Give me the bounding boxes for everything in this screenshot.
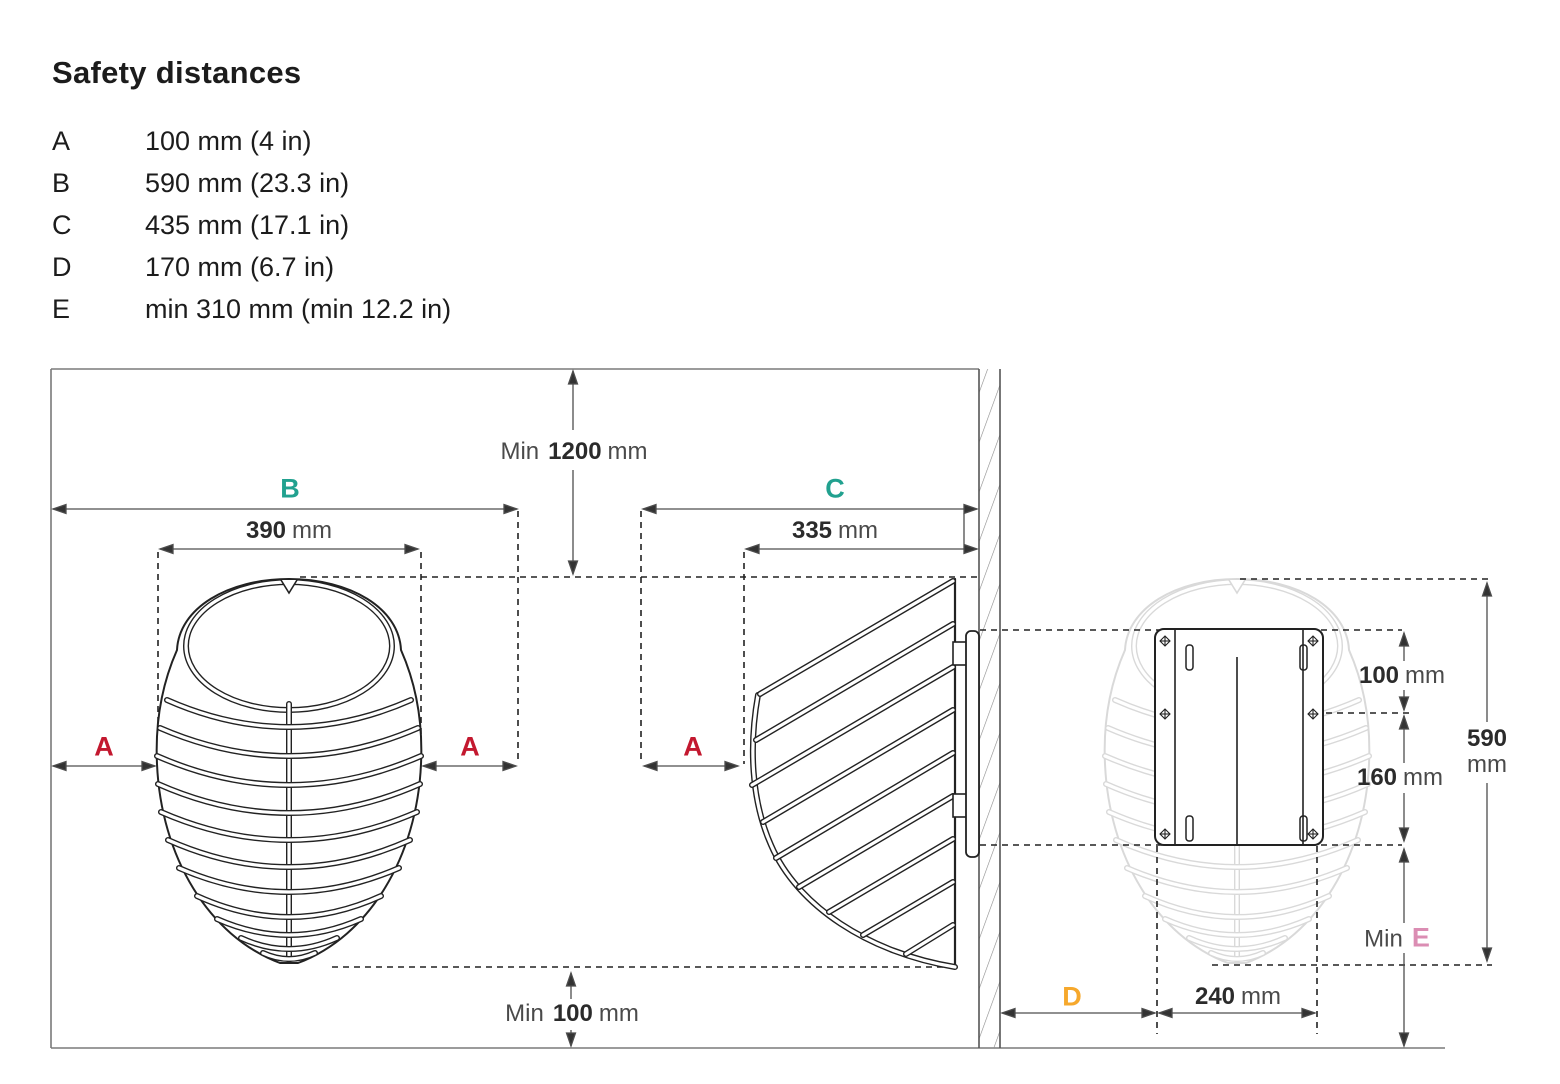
legend-value: min 310 mm (min 12.2 in) <box>145 293 452 324</box>
legend-value: 170 mm (6.7 in) <box>145 251 335 282</box>
front-view-heater <box>157 579 422 963</box>
legend-row: E min 310 mm (min 12.2 in) <box>52 288 451 330</box>
plate-width-value: 240 <box>1194 983 1236 1011</box>
legend-key: E <box>52 293 71 324</box>
room-frame <box>50 368 1445 1049</box>
legend-key: C <box>52 209 72 240</box>
dim-letter-c: C <box>825 473 845 504</box>
legend-key: A <box>52 125 71 156</box>
unit: mm <box>1405 662 1446 690</box>
plate-top-offset-value: 100 <box>1358 662 1400 690</box>
plate-hole-span-value: 160 <box>1356 764 1398 792</box>
unit: mm <box>1403 764 1444 792</box>
legend-row: A 100 mm (4 in) <box>52 120 451 162</box>
floor-to-plate-label: Min E <box>1364 923 1430 952</box>
legend-value: 435 mm (17.1 in) <box>145 209 350 240</box>
page-title: Safety distances <box>52 54 302 90</box>
dim-letter-a: A <box>460 731 480 762</box>
unit: mm <box>1467 751 1507 778</box>
dim-letter-a: A <box>94 731 114 762</box>
mounting-plate <box>1154 628 1324 846</box>
mounting-slots <box>1185 644 1308 842</box>
min-prefix: Min <box>500 438 540 466</box>
dim-letter-b: B <box>280 473 300 504</box>
dim-letter-d: D <box>1062 981 1082 1012</box>
wall-bracket <box>965 630 980 858</box>
legend-row: C 435 mm (17.1 in) <box>52 204 451 246</box>
min-prefix: Min <box>505 1000 544 1028</box>
wall-to-front-value: 335 <box>791 517 833 545</box>
dim-letter-a: A <box>683 731 703 762</box>
heater-width-value: 390 <box>245 517 287 545</box>
side-view-heater <box>749 577 980 970</box>
unit: mm <box>598 1000 639 1028</box>
unit: mm <box>292 517 333 545</box>
wall-section <box>978 369 1001 1048</box>
unit: mm <box>1241 983 1282 1011</box>
unit: mm <box>607 438 648 466</box>
floor-clearance-value: 100 <box>552 1000 593 1028</box>
legend-row: D 170 mm (6.7 in) <box>52 246 451 288</box>
min-prefix: Min <box>1364 925 1403 953</box>
overall-height-value: 590 <box>1466 725 1508 753</box>
legend-row: B 590 mm (23.3 in) <box>52 162 451 204</box>
dim-letter-e: E <box>1411 922 1430 953</box>
legend-key: D <box>52 251 72 282</box>
mounting-screws <box>1159 635 1319 840</box>
legend: A 100 mm (4 in) B 590 mm (23.3 in) C 435… <box>52 120 451 330</box>
unit: mm <box>838 517 879 545</box>
ceiling-clearance-value: 1200 <box>548 438 602 466</box>
legend-value: 100 mm (4 in) <box>145 125 312 156</box>
dimension-lines <box>51 369 1493 1048</box>
legend-key: B <box>52 167 71 198</box>
legend-value: 590 mm (23.3 in) <box>145 167 350 198</box>
overall-height-label: 590 mm <box>1467 726 1507 778</box>
